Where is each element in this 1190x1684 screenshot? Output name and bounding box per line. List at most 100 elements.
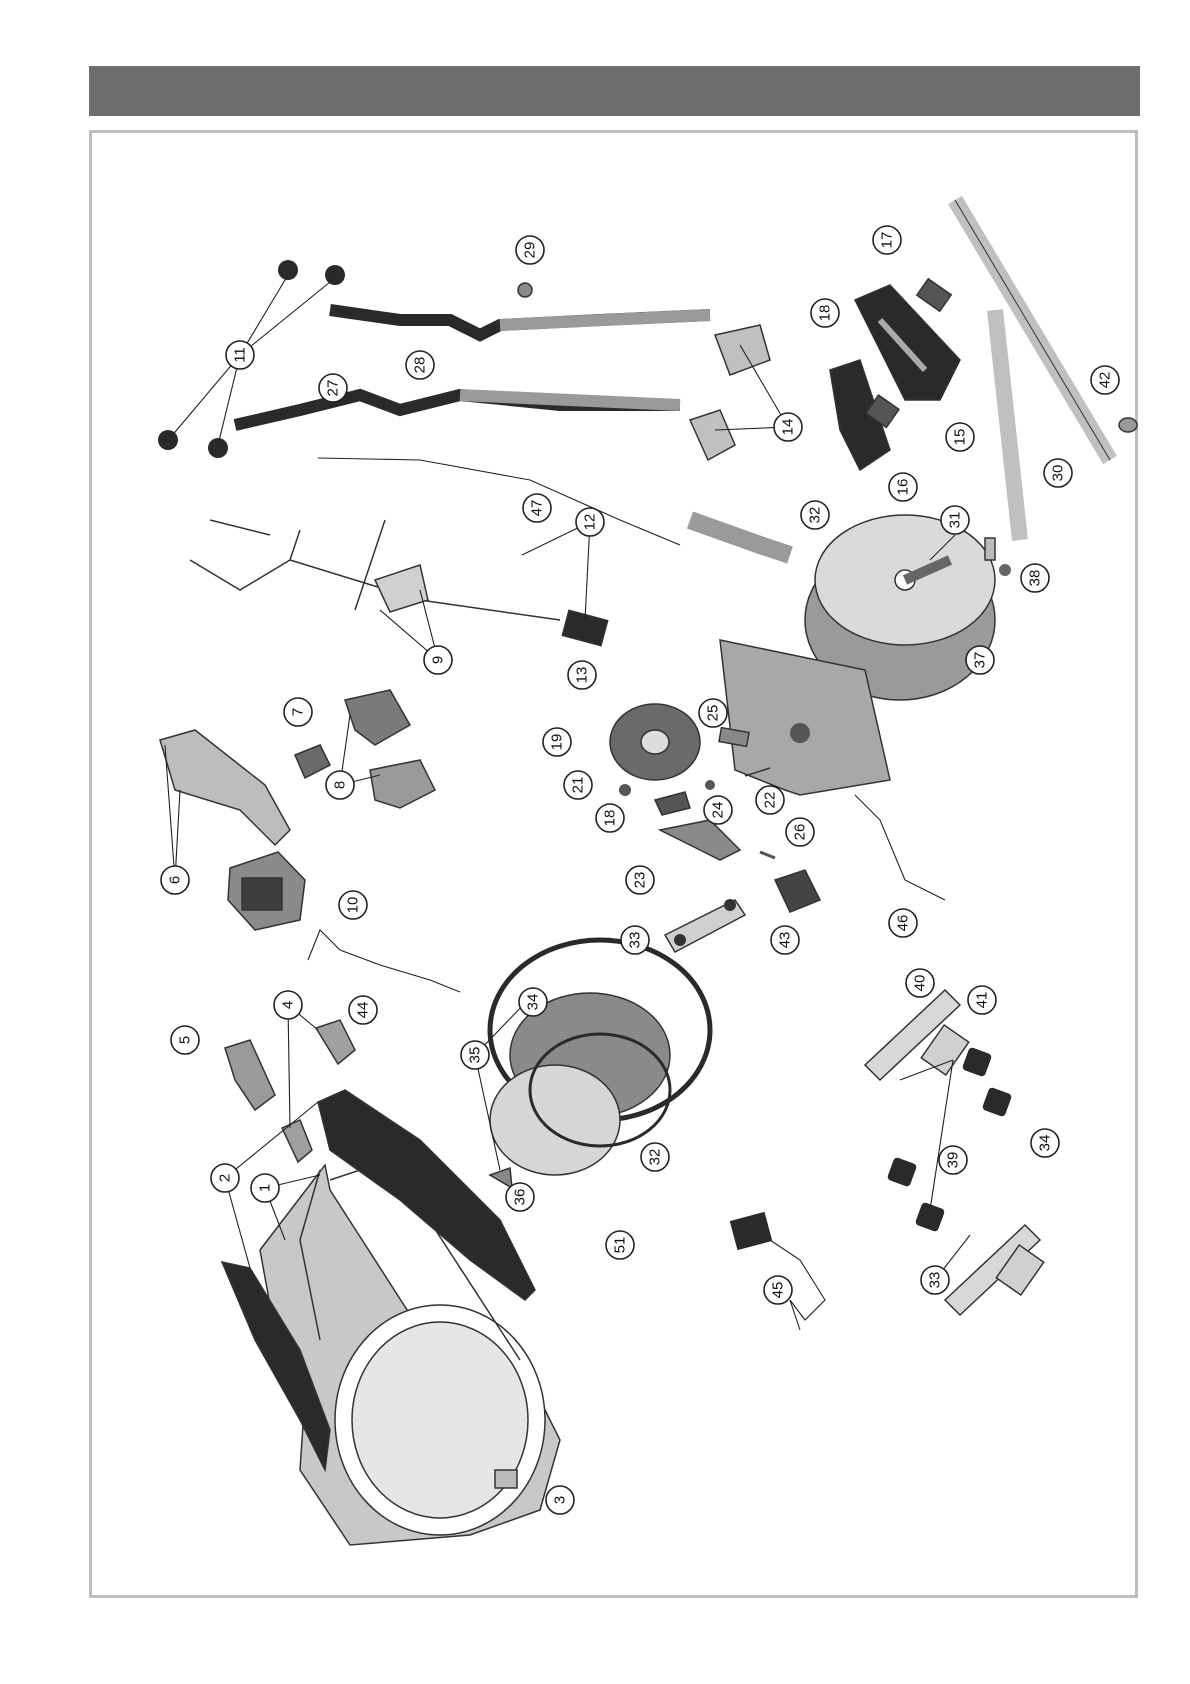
callout-42: 42: [1091, 366, 1119, 394]
callout-25: 25: [699, 699, 727, 727]
callout-5: 5: [171, 1026, 199, 1054]
upright-part-32-post: [690, 520, 790, 555]
callout-label: 9: [430, 656, 447, 664]
callout-label: 34: [1037, 1135, 1054, 1152]
callout-label: 17: [879, 232, 896, 249]
callout-label: 18: [817, 305, 834, 322]
callout-label: 10: [345, 897, 362, 914]
callout-3: 3: [546, 1486, 574, 1514]
callout-label: 4: [280, 1001, 297, 1009]
cover-panel-4b: [316, 1020, 355, 1064]
console-display-part: [228, 852, 305, 930]
callout-46: 46: [889, 909, 917, 937]
spring-part-24: [705, 780, 715, 790]
pulley-part-19: [610, 704, 700, 780]
callout-29: 29: [516, 236, 544, 264]
callout-43: 43: [771, 926, 799, 954]
callout-label: 16: [895, 479, 912, 496]
arm-part-28: [330, 310, 710, 335]
callout-label: 29: [522, 242, 539, 259]
callout-32-lower: 32: [641, 1143, 669, 1171]
callout-label: 44: [355, 1002, 372, 1019]
callout-27: 27: [319, 374, 347, 402]
feet-part-39: [887, 1047, 1013, 1233]
callout-1: 1: [251, 1174, 279, 1202]
callout-label: 30: [1050, 465, 1067, 482]
callout-label: 32: [807, 507, 824, 524]
callout-41: 41: [968, 986, 996, 1014]
callout-13: 13: [568, 661, 596, 689]
cover-panel-4a: [282, 1120, 312, 1162]
callout-label: 41: [974, 992, 991, 1009]
callout-35: 35: [461, 1041, 489, 1069]
callout-7: 7: [284, 698, 312, 726]
callout-label: 14: [780, 419, 797, 436]
callout-38: 38: [1021, 564, 1049, 592]
callout-label: 26: [792, 824, 809, 841]
callout-label: 51: [612, 1237, 629, 1254]
callout-18-lower: 18: [596, 804, 624, 832]
bracket-part-3: [495, 1470, 517, 1488]
bracket-part-43: [775, 870, 820, 912]
callout-10: 10: [339, 891, 367, 919]
callout-label: 33: [627, 932, 644, 949]
callout-18-upper: 18: [811, 299, 839, 327]
callout-label: 47: [529, 500, 546, 517]
callout-label: 35: [467, 1047, 484, 1064]
callout-label: 40: [912, 975, 929, 992]
callout-label: 22: [762, 792, 779, 809]
bracket-part-14: [690, 325, 770, 460]
adapter-part-45: [730, 1212, 825, 1330]
callout-label: 39: [945, 1152, 962, 1169]
callout-6: 6: [161, 866, 189, 894]
callout-label: 38: [1027, 570, 1044, 587]
callout-4: 4: [274, 991, 302, 1019]
callout-label: 21: [570, 777, 587, 794]
callout-23: 23: [626, 866, 654, 894]
callout-8: 8: [326, 771, 354, 799]
callout-label: 42: [1097, 372, 1114, 389]
callout-51: 51: [606, 1231, 634, 1259]
callout-44: 44: [349, 996, 377, 1024]
callout-label: 19: [549, 734, 566, 751]
callout-label: 28: [412, 357, 429, 374]
callout-19: 19: [543, 728, 571, 756]
callout-36: 36: [506, 1183, 534, 1211]
callout-9: 9: [424, 646, 452, 674]
screw-part-26: [760, 852, 775, 858]
callout-label: 23: [632, 872, 649, 889]
callout-label: 6: [167, 876, 184, 884]
callout-label: 5: [177, 1036, 194, 1044]
callout-12: 12: [576, 508, 604, 536]
bearing-set-part-33: [665, 899, 745, 952]
bracket-part-7: [295, 745, 330, 778]
callout-label: 36: [512, 1189, 529, 1206]
washer-part-29: [518, 283, 532, 297]
cover-panel-5: [225, 1040, 275, 1110]
cap-part-42: [1119, 418, 1137, 432]
callout-47: 47: [523, 494, 551, 522]
callout-label: 37: [972, 652, 989, 669]
callout-22: 22: [756, 786, 784, 814]
callout-label: 2: [217, 1174, 234, 1182]
callout-26: 26: [786, 818, 814, 846]
brake-arm-part-23: [660, 820, 740, 860]
callout-28: 28: [406, 351, 434, 379]
callout-label: 27: [325, 380, 342, 397]
callout-label: 25: [705, 705, 722, 722]
callout-15: 15: [946, 423, 974, 451]
wire-part-46: [855, 795, 945, 900]
bolt-part-21: [619, 784, 631, 796]
callout-14: 14: [774, 413, 802, 441]
callout-label: 24: [710, 802, 727, 819]
callout-label: 32: [647, 1149, 664, 1166]
wheel-part-51: [490, 1065, 620, 1175]
upright-handlebar-part: [190, 520, 560, 620]
callout-label: 1: [257, 1184, 274, 1192]
callout-label: 18: [602, 810, 619, 827]
callout-30: 30: [1044, 459, 1072, 487]
mount-part-8: [345, 690, 435, 808]
rail-part-30: [955, 200, 1110, 540]
callout-label: 31: [947, 512, 964, 529]
